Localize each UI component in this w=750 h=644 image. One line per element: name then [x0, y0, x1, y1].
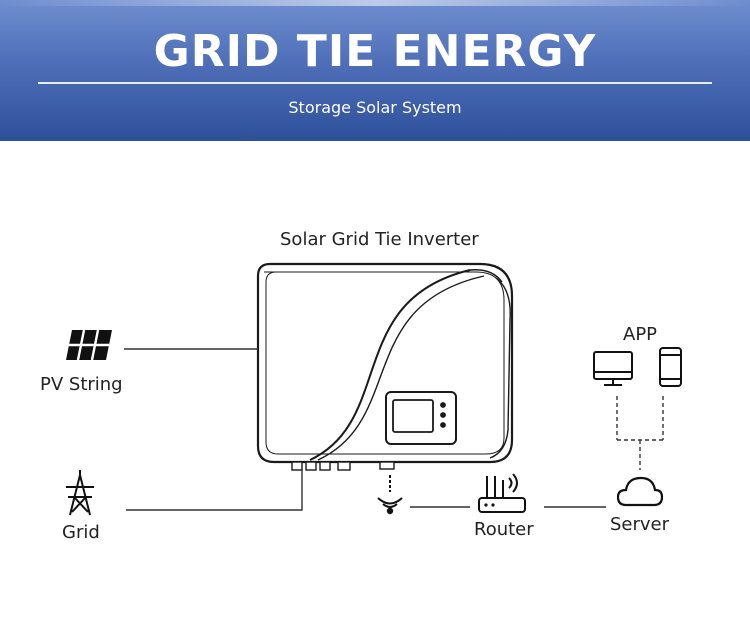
router-icon: [478, 473, 526, 513]
router-label: Router: [474, 519, 534, 540]
grid-line: [126, 470, 303, 511]
page-subtitle: Storage Solar System: [288, 98, 462, 117]
grid-label: Grid: [62, 522, 100, 543]
wifi-signal-icon: [377, 475, 403, 515]
banner-glow: [0, 0, 750, 6]
connection-lines: [124, 348, 664, 511]
header-banner: GRID TIE ENERGY Storage Solar System: [0, 0, 750, 141]
server-label: Server: [610, 514, 670, 535]
app-dashed-links: [616, 396, 664, 470]
title-divider: [38, 82, 712, 84]
cloud-icon: [616, 476, 664, 507]
app-label: APP: [623, 324, 658, 345]
inverter-label: Solar Grid Tie Inverter: [280, 229, 479, 250]
page-title: GRID TIE ENERGY: [153, 26, 597, 77]
pv-string-label: PV String: [40, 374, 123, 395]
transmission-tower-icon: [66, 470, 94, 516]
monitor-icon: [593, 351, 633, 386]
inverter-unit: [256, 262, 514, 471]
phone-icon: [659, 347, 682, 387]
solar-panel-icon: [66, 329, 112, 361]
